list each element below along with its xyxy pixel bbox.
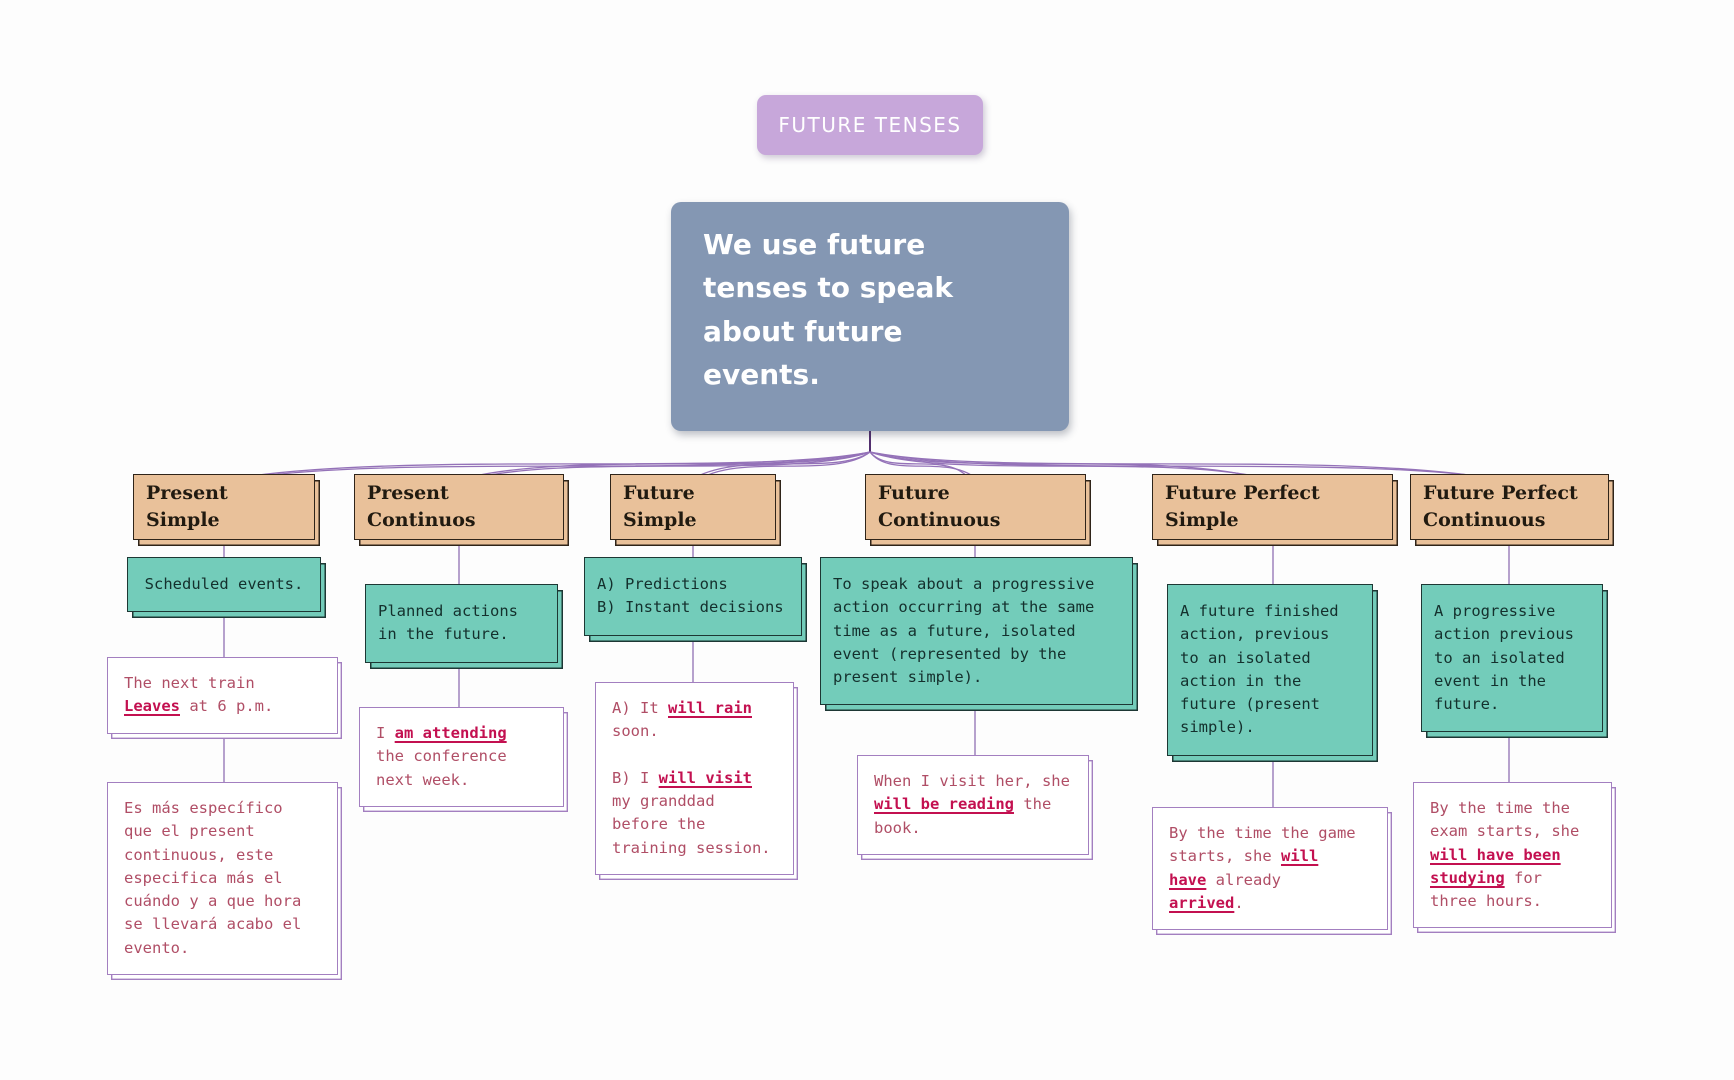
usage-note-future-perfect-simple[interactable]: A future finished action, previous to an… — [1167, 584, 1373, 756]
emphasized-verb: will have been studying — [1430, 845, 1561, 887]
emphasized-verb: will visit — [658, 768, 752, 787]
example-text: already — [1215, 870, 1281, 889]
example-text: the book. — [874, 795, 1052, 837]
main-definition-node[interactable]: We use future tenses to speak about futu… — [671, 202, 1069, 431]
example-note-future-perfect-simple[interactable]: By the time the game starts, she will ha… — [1152, 807, 1388, 930]
example-text: When I visit her, she — [874, 772, 1070, 790]
usage-note-future-perfect-continuous[interactable]: A progressive action previous to an isol… — [1421, 584, 1603, 733]
emphasized-verb: Leaves — [124, 697, 180, 716]
usage-note-present-simple[interactable]: Scheduled events. — [127, 557, 321, 613]
example-note-present-continuous[interactable]: I am attending the conference next week. — [359, 707, 564, 807]
branch-header-present-simple[interactable]: Present Simple — [133, 474, 315, 541]
branch-header-future-continuous[interactable]: Future Continuous — [865, 474, 1086, 541]
usage-note-future-continuous[interactable]: To speak about a progressive action occu… — [820, 557, 1133, 706]
example-text: I — [376, 724, 395, 742]
example-text: Es más específico que el present continu… — [124, 799, 302, 957]
example-note-present-simple[interactable]: The next train Leaves at 6 p.m. — [107, 657, 338, 734]
example-text: at 6 p.m. — [180, 697, 274, 716]
emphasized-verb: arrived — [1169, 893, 1235, 912]
comment-note-present-simple[interactable]: Es más específico que el present continu… — [107, 782, 338, 975]
example-text: A) It — [612, 699, 668, 717]
emphasized-verb: am attending — [394, 724, 507, 742]
example-text: the conference next week. — [376, 747, 507, 789]
example-text: my granddad before the training session. — [612, 792, 771, 857]
example-text: soon. B) I — [612, 722, 659, 787]
branch-header-future-perfect-continuous[interactable]: Future Perfect Continuous — [1410, 474, 1609, 541]
emphasized-verb: will have — [1169, 847, 1319, 889]
example-note-future-perfect-continuous[interactable]: By the time the exam starts, she will ha… — [1413, 782, 1612, 929]
branch-header-future-simple[interactable]: Future Simple — [610, 474, 776, 541]
branch-header-future-perfect-simple[interactable]: Future Perfect Simple — [1152, 474, 1393, 541]
example-text: The next train — [124, 674, 255, 692]
example-text: for three hours. — [1430, 868, 1542, 910]
usage-note-future-simple[interactable]: A) Predictions B) Instant decisions — [584, 557, 802, 636]
usage-note-present-continuous[interactable]: Planned actions in the future. — [365, 584, 558, 663]
example-note-future-simple[interactable]: A) It will rain soon. B) I will visit my… — [595, 682, 794, 875]
root-node[interactable]: FUTURE TENSES — [757, 95, 983, 155]
example-text: By the time the exam starts, she — [1430, 799, 1580, 841]
branch-header-present-continuous[interactable]: Present Continuos — [354, 474, 564, 541]
branch-curves — [219, 451, 1514, 482]
emphasized-verb: will be reading — [874, 795, 1014, 814]
example-text: . — [1234, 893, 1244, 912]
example-note-future-continuous[interactable]: When I visit her, she will be reading th… — [857, 755, 1089, 855]
example-text: By the time the game starts, she — [1169, 824, 1356, 866]
emphasized-verb: will rain — [668, 699, 752, 717]
